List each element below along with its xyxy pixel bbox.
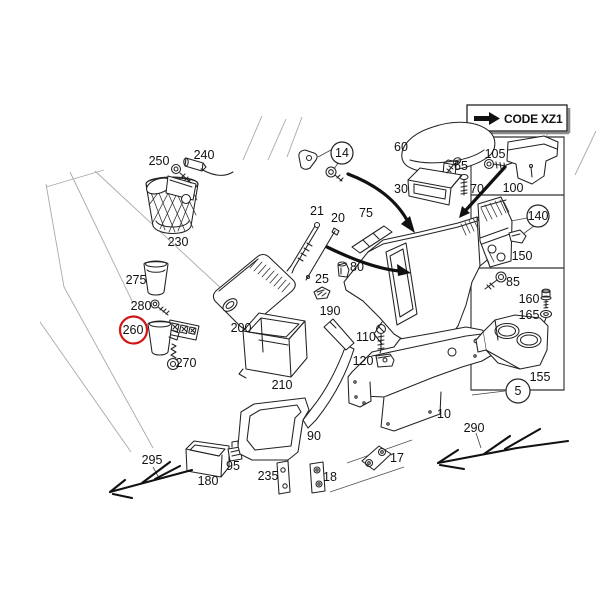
assembly-arrows (325, 165, 507, 276)
part-90-sill-trim (237, 344, 355, 461)
part-80-clip (337, 261, 350, 278)
callout-circles (330, 141, 550, 404)
part-10-bottom-panel (347, 326, 498, 432)
part-rear-vent-grille (477, 196, 513, 268)
part-120-clip (375, 353, 395, 368)
part-label-150: 150 (512, 249, 533, 263)
part-label-260: 260 (123, 323, 144, 337)
assembly-arrow-3 (459, 165, 507, 218)
part-label-105: 105 (485, 147, 506, 161)
part-295-harness (108, 460, 194, 500)
part-label-95: 95 (226, 459, 240, 473)
part-250-screw (170, 163, 192, 184)
part-75-trim (351, 225, 393, 254)
part-label-100: 100 (503, 181, 524, 195)
part-label-75: 75 (359, 206, 373, 220)
part-label-14: 14 (335, 146, 349, 160)
code-arrow-icon (474, 112, 500, 125)
part-label-18: 18 (323, 470, 337, 484)
part-labels: 250 240 230 275 280 260 270 295 180 95 2… (123, 140, 551, 488)
part-20-rod (305, 227, 340, 281)
callout-circle-14 (330, 141, 354, 165)
console-body (343, 216, 499, 348)
part-25-clip (313, 286, 331, 300)
part-label-80: 80 (350, 260, 364, 274)
rear-vent-hatch (480, 199, 510, 264)
part-21-strut (286, 221, 321, 274)
part-label-295: 295 (142, 453, 163, 467)
assembly-arrow-2 (325, 245, 411, 276)
car-body-outline (39, 115, 597, 453)
part-label-60: 60 (394, 140, 408, 154)
part-label-21: 21 (310, 204, 324, 218)
part-210-storage-box (238, 312, 308, 379)
part-label-190: 190 (320, 304, 341, 318)
part-label-275: 275 (126, 273, 147, 287)
part-17-bracket (361, 445, 392, 471)
part-label-5: 5 (515, 384, 522, 398)
part-label-155: 155 (530, 370, 551, 384)
part-label-290: 290 (464, 421, 485, 435)
leader-lines (152, 149, 535, 479)
part-155-cupholder (475, 314, 549, 370)
part-label-180: 180 (198, 474, 219, 488)
part-190-strip (323, 318, 355, 351)
part-label-200: 200 (231, 321, 252, 335)
callout-circle-5 (505, 378, 531, 404)
part-label-280: 280 (131, 299, 152, 313)
part-label-25: 25 (315, 272, 329, 286)
part-label-17: 17 (390, 451, 404, 465)
part-200-ribs (249, 258, 291, 293)
part-270-screw (166, 343, 180, 371)
part-label-140: 140 (528, 209, 549, 223)
part-drawings (143, 121, 559, 495)
part-275-cup (143, 260, 169, 296)
part-65-screw (446, 157, 462, 174)
part-290-harness (436, 427, 570, 471)
part-200-armrest-lid (212, 253, 296, 330)
part-label-210: 210 (272, 378, 293, 392)
part-85-screw (484, 271, 507, 290)
part-160-bolt (540, 288, 552, 309)
assembly-arrow-1 (346, 172, 415, 233)
part-label-85: 85 (506, 275, 520, 289)
part-label-20: 20 (331, 211, 345, 225)
code-xz1-label: CODE XZ1 (504, 112, 563, 126)
part-150-clip (508, 229, 527, 244)
part-label-70: 70 (470, 182, 484, 196)
part-label-110: 110 (356, 330, 376, 344)
part-180-bin (185, 440, 230, 478)
part-100-bracket-panel (506, 135, 559, 185)
part-label-90: 90 (307, 429, 321, 443)
code-xz1-box: CODE XZ1 (466, 104, 571, 135)
part-280-screw (150, 299, 170, 316)
part-label-165: 165 (519, 308, 540, 322)
part-18-plate (309, 461, 326, 494)
part-label-250: 250 (149, 154, 170, 168)
part-235-plate (276, 460, 291, 495)
callout-circle-140 (526, 204, 550, 228)
part-label-120: 120 (353, 354, 374, 368)
part-230-mesh (148, 181, 198, 233)
part-110-screw (375, 323, 387, 354)
part-label-160: 160 (519, 292, 540, 306)
part-60-armrest-pad (401, 121, 496, 173)
highlight-circle (118, 315, 149, 345)
variant-group-boxes (470, 136, 565, 391)
part-label-270: 270 (176, 356, 197, 370)
part-240-pin (183, 157, 234, 176)
part-label-10: 10 (437, 407, 451, 421)
part-label-230: 230 (168, 235, 189, 249)
part-label-65: 65 (454, 159, 468, 173)
part-label-240: 240 (194, 148, 215, 162)
part-14-bracket (298, 149, 344, 182)
part-95-clip (227, 440, 243, 462)
part-260-ashtray (147, 319, 200, 356)
part-70-screw (459, 173, 469, 196)
part-label-235: 235 (258, 469, 279, 483)
part-label-30: 30 (394, 182, 408, 196)
